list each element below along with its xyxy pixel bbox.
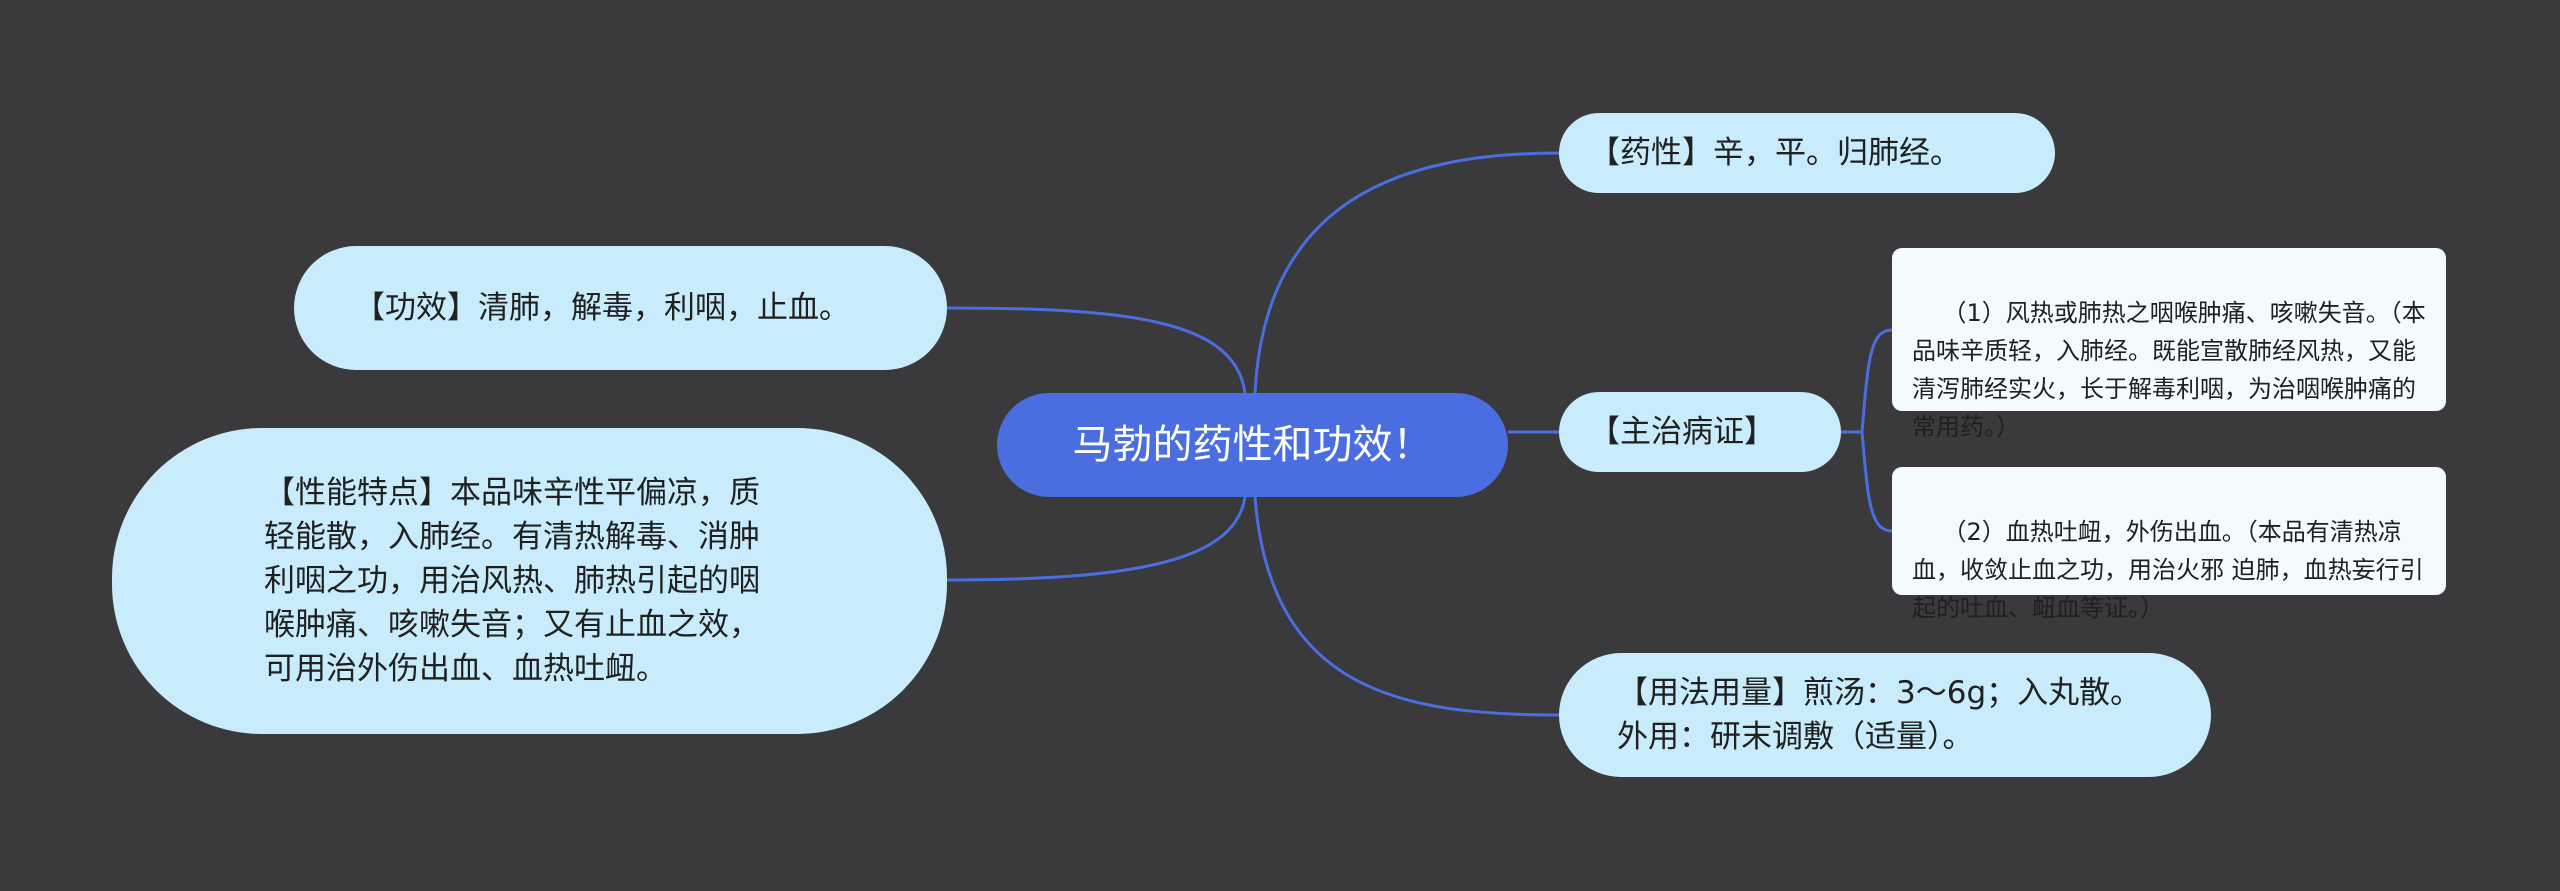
leaf-zhuzhi-2-text: （2）血热吐衄，外伤出血。（本品有清热凉血，收敛止血之功，用治火邪 迫肺，血热妄… bbox=[1912, 518, 2424, 622]
branch-gongxiao-text: 【功效】清肺，解毒，利咽，止血。 bbox=[354, 290, 850, 326]
central-topic-text: 马勃的药性和功效！ bbox=[1072, 422, 1433, 468]
branch-gongxiao[interactable]: 【功效】清肺，解毒，利咽，止血。 bbox=[294, 246, 947, 370]
branch-yaoxing-text: 【药性】辛，平。归肺经。 bbox=[1589, 135, 1961, 171]
branch-yongfa[interactable]: 【用法用量】煎汤：3～6g；入丸散。外用：研末调敷（适量）。 bbox=[1559, 653, 2211, 777]
branch-texing[interactable]: 【性能特点】本品味辛性平偏凉，质轻能散，入肺经。有清热解毒、消肿利咽之功，用治风… bbox=[112, 428, 947, 734]
link-gongxiao bbox=[946, 306, 1247, 394]
link-yaoxing bbox=[1253, 151, 1560, 394]
link-leaf-2 bbox=[1860, 431, 1893, 533]
link-leaf-1 bbox=[1860, 328, 1893, 433]
branch-yaoxing[interactable]: 【药性】辛，平。归肺经。 bbox=[1559, 113, 2055, 193]
central-topic[interactable]: 马勃的药性和功效！ bbox=[997, 393, 1508, 497]
link-texing bbox=[946, 496, 1247, 582]
branch-zhuzhi-text: 【主治病证】 bbox=[1589, 414, 1775, 450]
branch-zhuzhi[interactable]: 【主治病证】 bbox=[1559, 392, 1841, 472]
leaf-zhuzhi-1-text: （1）风热或肺热之咽喉肿痛、咳嗽失音。（本品味辛质轻，入肺经。既能宣散肺经风热，… bbox=[1912, 299, 2426, 441]
branch-texing-text: 【性能特点】本品味辛性平偏凉，质轻能散，入肺经。有清热解毒、消肿利咽之功，用治风… bbox=[264, 475, 760, 687]
leaf-zhuzhi-2[interactable]: （2）血热吐衄，外伤出血。（本品有清热凉血，收敛止血之功，用治火邪 迫肺，血热妄… bbox=[1892, 467, 2446, 622]
leaf-zhuzhi-1[interactable]: （1）风热或肺热之咽喉肿痛、咳嗽失音。（本品味辛质轻，入肺经。既能宣散肺经风热，… bbox=[1892, 248, 2446, 441]
link-yongfa bbox=[1253, 496, 1560, 717]
branch-yongfa-text: 【用法用量】煎汤：3～6g；入丸散。外用：研末调敷（适量）。 bbox=[1617, 675, 2142, 755]
